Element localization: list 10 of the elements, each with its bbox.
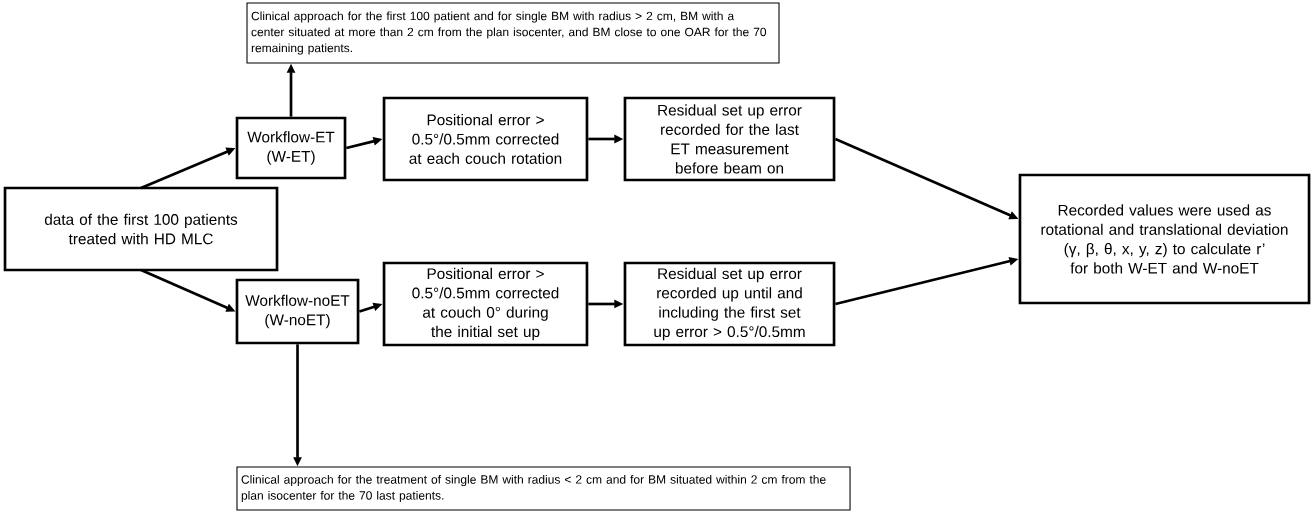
- note-box: Clinical approach for the first 100 patient and for single BM with radius > 2 cm, BM with a center situated at more than 2 cm from the plan isocenter, and BM close to one OAR for the 70 remaining patients.: [246, 2, 780, 64]
- process-box: Workflow-noET (W-noET): [235, 278, 360, 345]
- process-box: Recorded values were used as rotational and translational deviation (γ, β, θ, x, y, z) to calculate r’ for both W-ET and W-noET: [1018, 173, 1311, 305]
- process-box: Positional error > 0.5°/0.5mm corrected at each couch rotation: [382, 96, 589, 182]
- process-box: data of the first 100 patients treated with HD MLC: [3, 186, 279, 272]
- process-box: Residual set up error recorded for the last ET measurement before beam on: [623, 96, 836, 182]
- process-box: Positional error > 0.5°/0.5mm corrected at couch 0° during the initial set up: [382, 261, 589, 347]
- note-box: Clinical approach for the treatment of single BM with radius < 2 cm and for BM situated within 2 cm from the plan isocenter for the 70 last patients.: [236, 466, 851, 511]
- process-box: Workflow-ET (W-ET): [235, 116, 347, 180]
- process-box: Residual set up error recorded up until and including the first set up error > 0.5°/0.5mm: [623, 261, 836, 347]
